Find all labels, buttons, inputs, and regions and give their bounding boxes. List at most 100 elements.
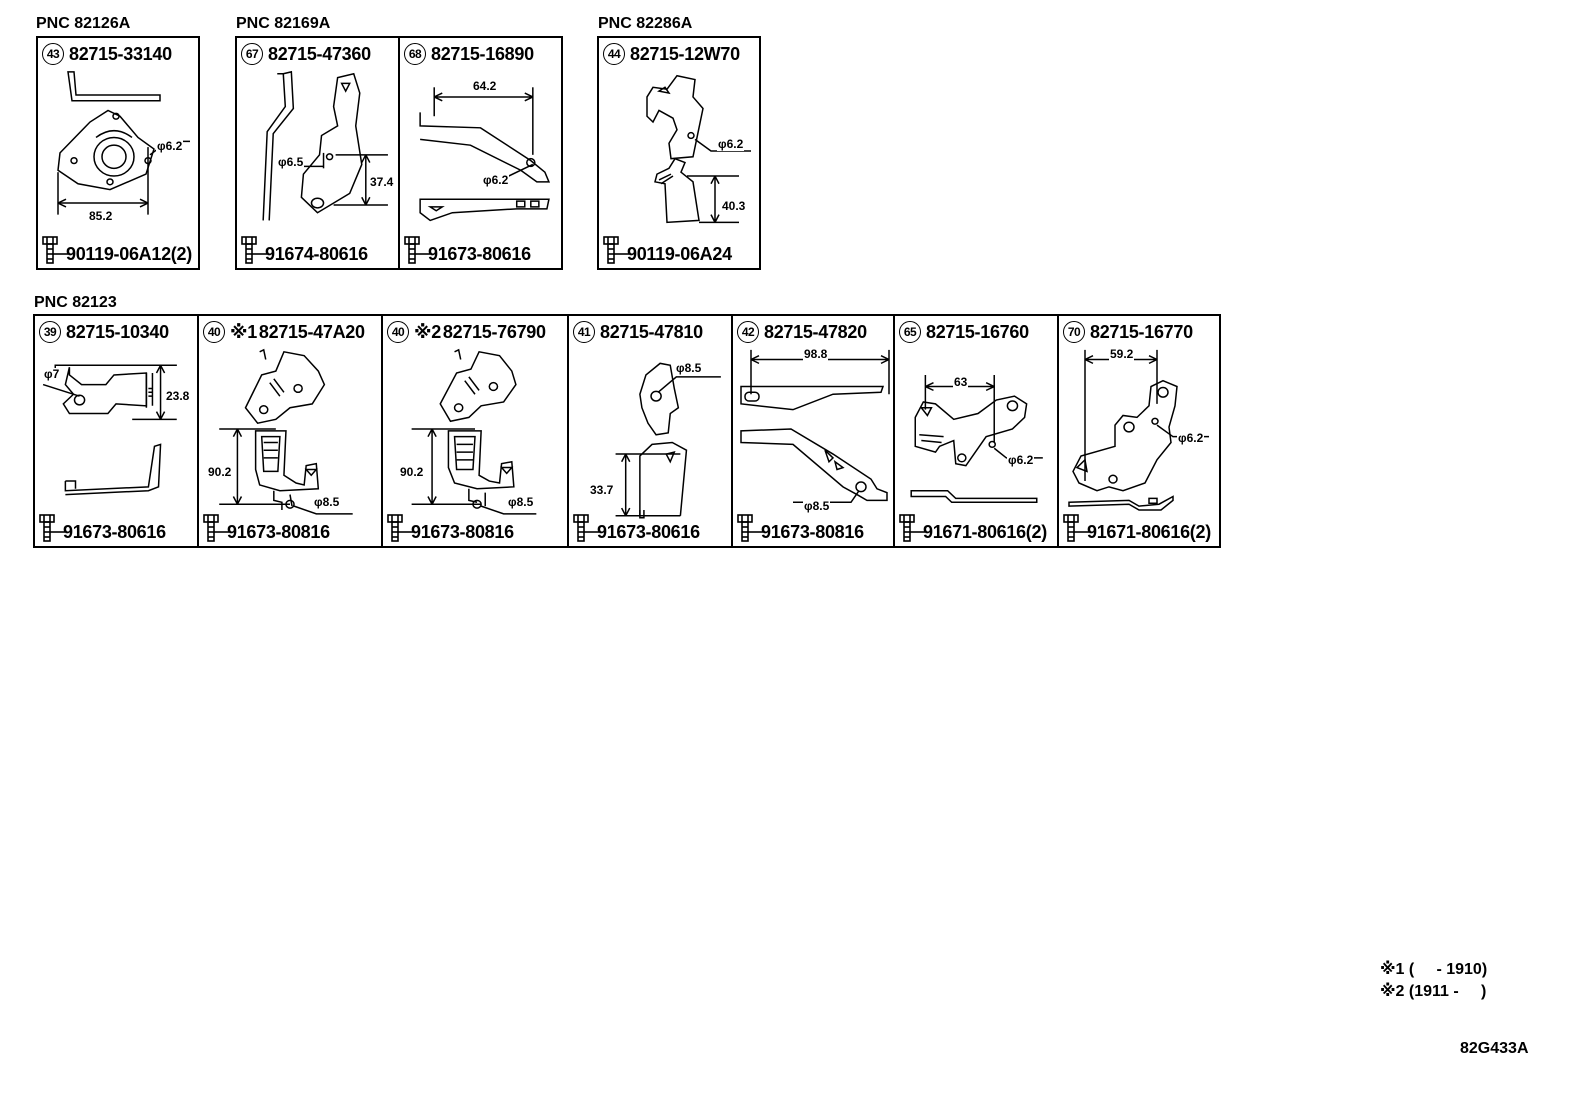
- part-number: 82715-47A20: [258, 321, 365, 342]
- applicability-note: ※2: [414, 321, 441, 342]
- part-number: 82715-47810: [600, 321, 703, 342]
- bolt-icon: [39, 514, 65, 542]
- bracket-drawing: 98.8 φ8.5: [733, 346, 893, 513]
- bolt-part-number: 90119-06A24: [627, 244, 732, 264]
- part-header: 44 82715-12W70: [603, 41, 740, 67]
- callout-index: 70: [1063, 321, 1085, 343]
- pnc-group: 39 82715-10340 φ7 23.8: [33, 314, 1221, 548]
- bolt-icon: [203, 514, 229, 542]
- bolt-icon: [573, 514, 599, 542]
- bolt-callout: 91674-80616: [241, 236, 368, 264]
- callout-index: 67: [241, 43, 263, 65]
- bolt-callout: 90119-06A24: [603, 236, 732, 264]
- part-number: 82715-16770: [1090, 321, 1193, 342]
- bolt-part-number: 91673-80816: [761, 522, 864, 542]
- bolt-callout: 91673-80616: [404, 236, 531, 264]
- bolt-part-number: 90119-06A12(2): [66, 244, 192, 264]
- bolt-part-number: 91673-80816: [227, 522, 330, 542]
- bolt-part-number: 91673-80616: [428, 244, 531, 264]
- dimension-label: φ8.5: [675, 361, 703, 375]
- part-number: 82715-47360: [268, 43, 371, 64]
- dimension-label: 59.2: [1109, 347, 1135, 361]
- dimension-label: 64.2: [472, 79, 498, 93]
- part-cell[interactable]: 43 82715-33140 φ6.2 85.2: [38, 38, 198, 268]
- pnc-group: 43 82715-33140 φ6.2 85.2: [36, 36, 200, 270]
- callout-index: 39: [39, 321, 61, 343]
- part-cell[interactable]: 67 82715-47360 φ6.5 37.4: [237, 38, 400, 268]
- part-cell[interactable]: 40 ※2 82715-76790 90.2 φ8.: [383, 316, 569, 546]
- bracket-drawing: φ8.5 33.7: [569, 346, 731, 510]
- dimension-label: 98.8: [803, 347, 829, 361]
- part-number: 82715-10340: [66, 321, 169, 342]
- bolt-callout: 90119-06A12(2): [42, 236, 192, 264]
- pnc-label: PNC 82286A: [598, 15, 693, 32]
- dimension-label: 40.3: [721, 199, 747, 213]
- bolt-part-number: 91673-80616: [63, 522, 166, 542]
- part-cell[interactable]: 65 82715-16760 63 φ6.2: [895, 316, 1059, 546]
- bolt-icon: [241, 236, 267, 264]
- bolt-callout: 91673-80816: [203, 514, 330, 542]
- bracket-drawing: 63 φ6.2: [895, 346, 1057, 510]
- bolt-part-number: 91673-80616: [597, 522, 700, 542]
- bolt-callout: 91671-80616(2): [1063, 514, 1211, 542]
- bolt-callout: 91673-80616: [573, 514, 700, 542]
- callout-index: 65: [899, 321, 921, 343]
- part-cell[interactable]: 39 82715-10340 φ7 23.8: [35, 316, 199, 546]
- dimension-label: 90.2: [399, 465, 425, 479]
- callout-index: 44: [603, 43, 625, 65]
- dimension-label: φ6.5: [277, 155, 305, 169]
- drawing-code: 82G433A: [1460, 1040, 1529, 1057]
- callout-index: 68: [404, 43, 426, 65]
- part-cell[interactable]: 44 82715-12W70 φ6.2 40.3 9011: [599, 38, 759, 268]
- part-cell[interactable]: 40 ※1 82715-47A20 90.2 φ8.: [199, 316, 383, 546]
- dimension-label: φ7: [43, 367, 61, 381]
- part-header: 41 82715-47810: [573, 319, 703, 345]
- dimension-label: 33.7: [589, 483, 615, 497]
- part-header: 67 82715-47360: [241, 41, 371, 67]
- part-cell[interactable]: 41 82715-47810 φ8.5 33.7 9167: [569, 316, 733, 546]
- bolt-icon: [737, 514, 763, 542]
- pnc-label: PNC 82169A: [236, 15, 331, 32]
- callout-index: 40: [387, 321, 409, 343]
- part-number: 82715-12W70: [630, 43, 740, 64]
- bolt-part-number: 91673-80816: [411, 522, 514, 542]
- part-header: 40 ※2 82715-76790: [387, 319, 546, 345]
- pnc-group: 67 82715-47360 φ6.5 37.4: [235, 36, 563, 270]
- bolt-part-number: 91671-80616(2): [1087, 522, 1211, 542]
- bracket-drawing: φ6.2 40.3: [599, 68, 759, 232]
- dimension-label: φ6.2: [1007, 453, 1035, 467]
- bolt-part-number: 91671-80616(2): [923, 522, 1047, 542]
- dimension-label: 23.8: [165, 389, 191, 403]
- pnc-label: PNC 82126A: [36, 15, 131, 32]
- dimension-label: φ8.5: [803, 499, 831, 513]
- dimension-label: 85.2: [88, 209, 114, 223]
- bracket-drawing: 64.2 φ6.2: [400, 68, 561, 232]
- bracket-drawing: 90.2 φ8.5: [199, 346, 381, 510]
- legend-note: ※1 ( - 1910): [1380, 961, 1488, 978]
- bolt-part-number: 91674-80616: [265, 244, 368, 264]
- part-number: 82715-33140: [69, 43, 172, 64]
- part-cell[interactable]: 42 82715-47820 98.8 φ8.5 9167: [733, 316, 895, 546]
- part-cell[interactable]: 70 82715-16770 59.2 φ6.2: [1059, 316, 1219, 546]
- dimension-label: φ6.2: [1177, 431, 1205, 445]
- bolt-callout: 91673-80816: [387, 514, 514, 542]
- dimension-label: φ8.5: [313, 495, 341, 509]
- bolt-icon: [1063, 514, 1089, 542]
- dimension-label: φ6.2: [482, 173, 510, 187]
- bolt-icon: [899, 514, 925, 542]
- callout-index: 41: [573, 321, 595, 343]
- bracket-drawing: φ6.2 85.2: [38, 68, 198, 232]
- pnc-label: PNC 82123: [34, 294, 117, 311]
- part-header: 43 82715-33140: [42, 41, 172, 67]
- dimension-label: 63: [953, 375, 969, 389]
- part-number: 82715-76790: [442, 321, 546, 342]
- part-header: 42 82715-47820: [737, 319, 867, 345]
- bolt-icon: [404, 236, 430, 264]
- bolt-icon: [42, 236, 68, 264]
- part-header: 65 82715-16760: [899, 319, 1029, 345]
- bracket-drawing: φ7 23.8: [35, 346, 197, 510]
- bolt-callout: 91671-80616(2): [899, 514, 1047, 542]
- dimension-label: φ8.5: [507, 495, 535, 509]
- part-cell[interactable]: 68 82715-16890 64.2 φ6.2: [400, 38, 561, 268]
- part-number: 82715-16760: [926, 321, 1029, 342]
